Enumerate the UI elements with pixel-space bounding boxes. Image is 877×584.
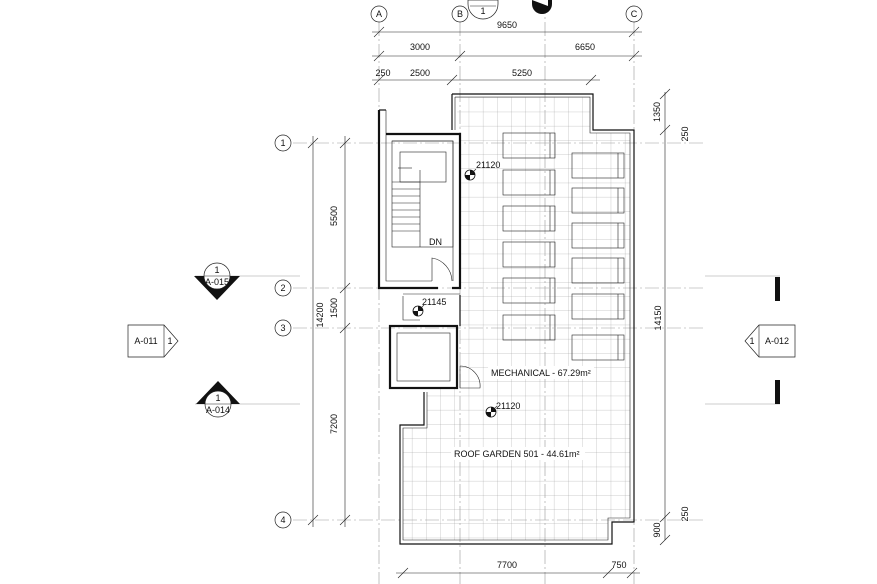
svg-text:C: C xyxy=(631,9,638,19)
section-number: 1 xyxy=(215,393,220,403)
dim-right-bottom-a: 900 xyxy=(652,522,662,537)
dim-bottom-a: 7700 xyxy=(497,560,517,570)
dim-right-top-a: 1350 xyxy=(652,102,662,122)
svg-text:1: 1 xyxy=(280,138,285,148)
dim-right-overall: 14150 xyxy=(653,305,663,330)
section-marker-a014: 1 A-014 xyxy=(196,381,240,418)
section-marker-a015: 1 A-015 xyxy=(194,262,240,300)
grid-bubble-a: A xyxy=(370,5,388,23)
tiled-floor xyxy=(403,97,630,540)
dim-ab: 3000 xyxy=(410,42,430,52)
dim-right-top-b: 250 xyxy=(680,126,690,141)
svg-text:4: 4 xyxy=(280,515,285,525)
svg-text:B: B xyxy=(457,9,463,19)
stair-direction-label: DN xyxy=(429,237,442,247)
dim-right-bottom-b: 250 xyxy=(680,506,690,521)
dim-top2-a: 250 xyxy=(375,68,390,78)
room-labels: MECHANICAL - 67.29m² ROOF GARDEN 501 - 4… xyxy=(429,237,594,460)
svg-text:A: A xyxy=(376,9,382,19)
section-cut-marks xyxy=(775,277,780,404)
dim-bc: 6650 xyxy=(575,42,595,52)
spot-level-3: 21120 xyxy=(485,401,520,418)
room-label-roof-garden: ROOF GARDEN 501 - 44.61m² xyxy=(454,449,580,459)
spot-level-value: 21145 xyxy=(422,297,446,307)
svg-text:2: 2 xyxy=(280,283,285,293)
spot-level-1: 21120 xyxy=(464,160,500,181)
dim-bottom-b: 750 xyxy=(611,560,626,570)
stair-treads xyxy=(392,167,421,247)
dim-top2-b: 2500 xyxy=(410,68,430,78)
dimension-labels: 9650 3000 6650 250 2500 5250 14200 5500 … xyxy=(315,20,690,570)
dim-top2-c: 5250 xyxy=(512,68,532,78)
dim-overall-top: 9650 xyxy=(497,20,517,30)
spot-level-value: 21120 xyxy=(496,401,520,411)
spot-level-2: 21145 xyxy=(412,297,446,317)
section-sheet: A-014 xyxy=(206,405,230,415)
grid-bubble-2: 2 xyxy=(274,279,292,297)
dim-left-34: 7200 xyxy=(329,414,339,434)
elevation-number: 1 xyxy=(749,336,754,346)
mechanical-units xyxy=(502,132,625,361)
dim-left-overall: 14200 xyxy=(315,302,325,327)
gridlines xyxy=(195,0,780,584)
elevation-marker-a011: A-011 1 xyxy=(127,324,179,358)
svg-text:3: 3 xyxy=(280,323,285,333)
elevation-sheet: A-011 xyxy=(134,336,157,346)
grid-bubble-c: C xyxy=(625,5,643,23)
grid-bubble-3: 3 xyxy=(274,319,292,337)
grid-bubble-1: 1 xyxy=(274,134,292,152)
elevation-sheet: A-012 xyxy=(765,336,789,346)
elevation-number: 1 xyxy=(167,336,172,346)
dimension-lines xyxy=(307,26,671,579)
dim-left-23: 1500 xyxy=(329,298,339,318)
top-section-marker: 1 xyxy=(467,0,552,20)
stair-core xyxy=(377,109,462,321)
roof-parapet xyxy=(399,93,635,545)
elevation-marker-a012: A-012 1 xyxy=(744,324,796,358)
section-number: 1 xyxy=(214,265,219,275)
grid-bubble-4: 4 xyxy=(274,511,292,529)
section-sheet: A-015 xyxy=(205,277,229,287)
grid-bubble-b: B xyxy=(451,5,469,23)
top-marker-number: 1 xyxy=(480,6,485,16)
spot-level-value: 21120 xyxy=(476,160,500,170)
grid-bubbles: A B C 1 2 3 4 xyxy=(274,5,643,529)
room-label-mechanical: MECHANICAL - 67.29m² xyxy=(491,368,591,378)
dim-left-12: 5500 xyxy=(329,206,339,226)
lift-core xyxy=(388,295,481,390)
